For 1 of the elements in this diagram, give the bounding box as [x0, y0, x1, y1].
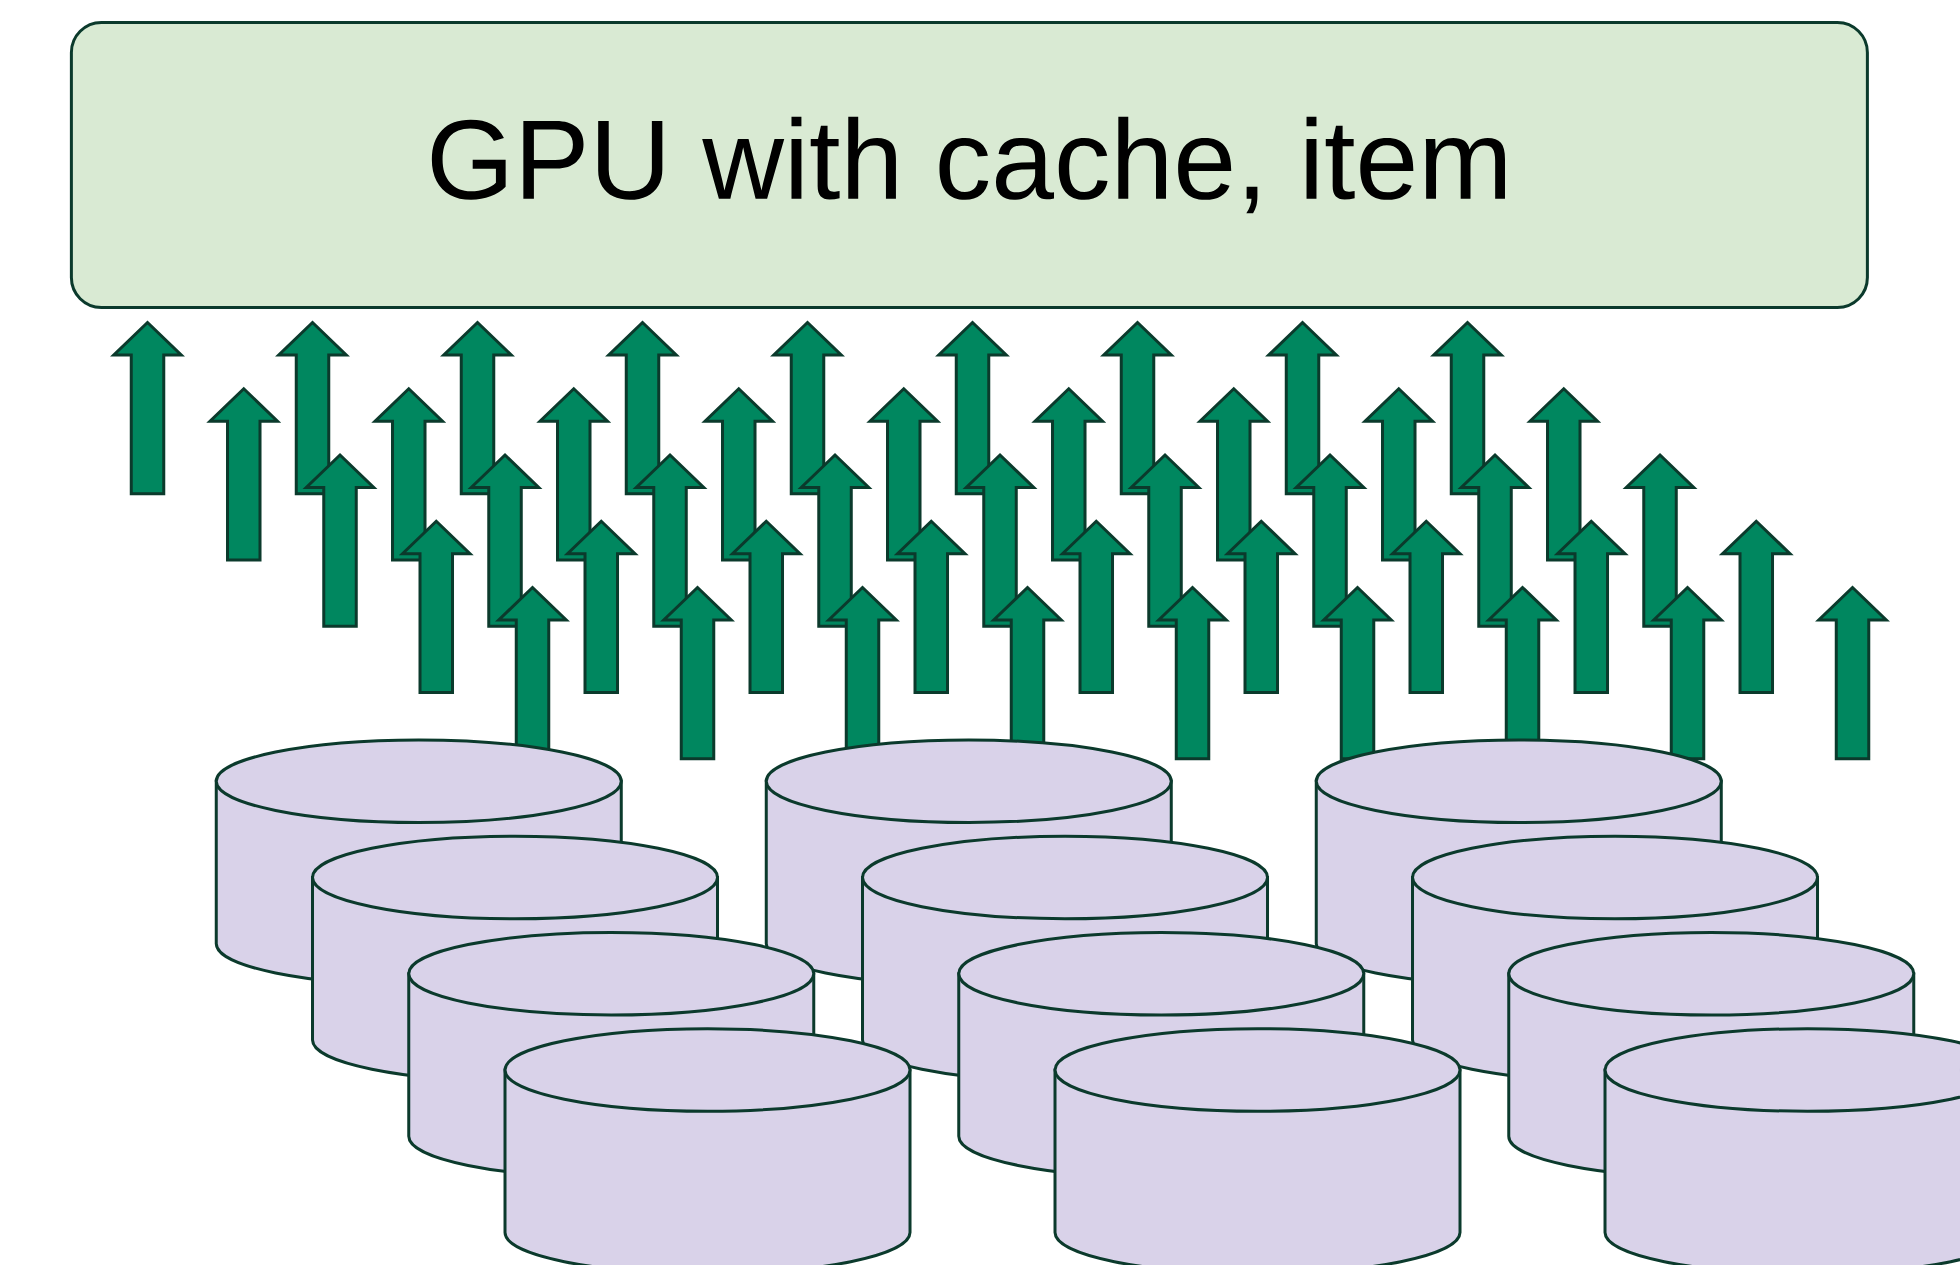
label-box: GPU with cache, item — [69, 21, 1869, 309]
